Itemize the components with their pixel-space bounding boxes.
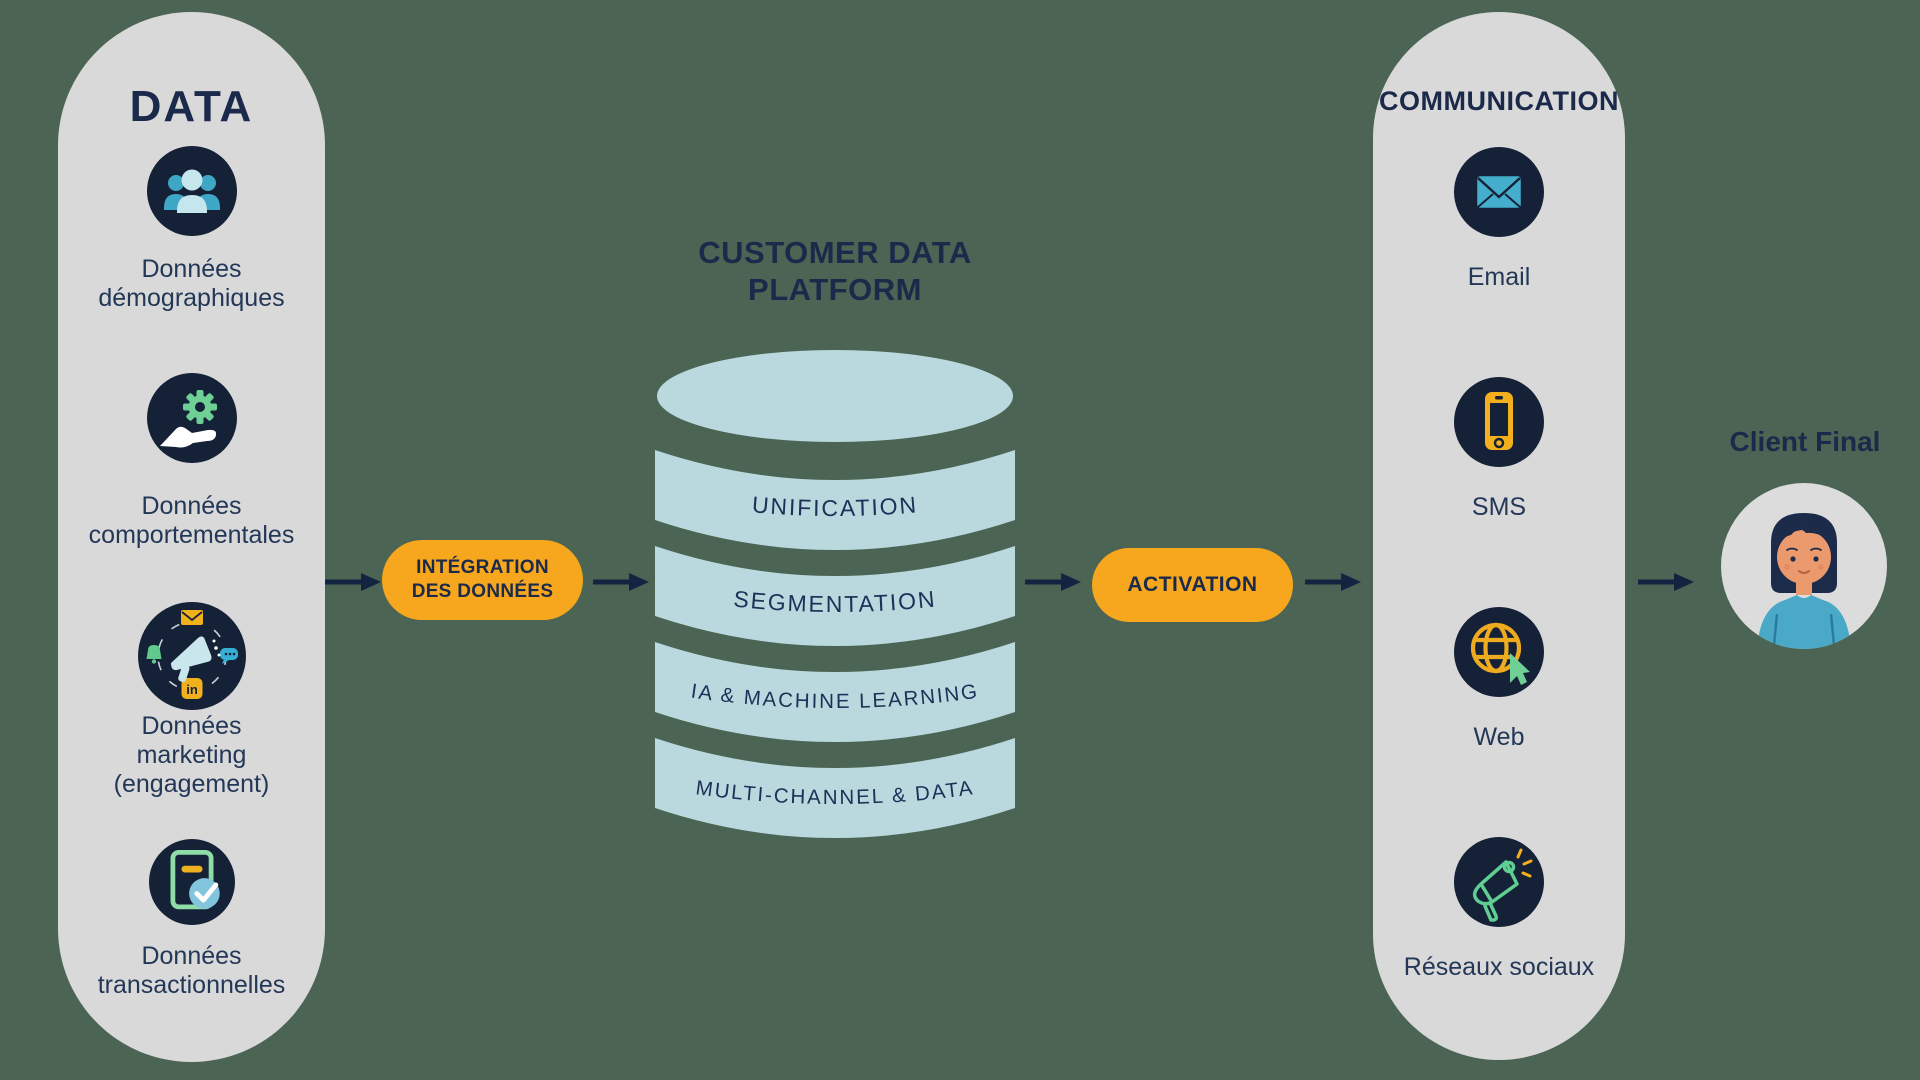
document-check-icon [148,839,235,925]
email-icon [1454,147,1544,237]
flow-arrow [1024,570,1082,594]
svg-text:UNIFICATION: UNIFICATION [751,491,919,521]
communication-item-label: Réseaux sociaux [1403,953,1595,981]
flow-arrow [592,570,650,594]
hand-gear-icon [146,373,237,463]
communication-item-label: Email [1467,263,1531,291]
communication-item-label: Web [1473,723,1525,751]
activation-pill: ACTIVATION [1092,548,1293,622]
data-column-title: DATA [129,82,254,131]
data-item-label: Données transactionnelles [97,942,286,999]
communication-column-title: COMMUNICATION [1379,86,1619,116]
svg-text:in: in [186,682,198,697]
data-item-label: Données marketing (engagement) [113,712,270,798]
client-final-avatar [1721,483,1887,649]
flow-arrow [324,570,382,594]
communication-column: COMMUNICATION Email SMS [1373,12,1625,1060]
flow-arrow [1637,570,1695,594]
marketing-channels-icon: in [137,602,246,710]
users-group-icon [146,146,237,236]
data-column: DATA Données démographiques [58,12,325,1062]
cdp-database-cylinder: UNIFICATION SEGMENTATION IA & MACHINE LE… [655,350,1015,838]
sms-phone-icon [1454,377,1544,467]
flow-arrow [1304,570,1362,594]
social-megaphone-icon [1454,837,1544,927]
data-item-label: Données comportementales [88,492,295,549]
integration-pill: INTÉGRATION DES DONNÉES [382,540,583,620]
cdp-title: CUSTOMER DATA PLATFORM [698,235,972,308]
data-item-label: Données démographiques [98,255,285,312]
web-globe-cursor-icon [1454,607,1544,697]
client-final-title: Client Final [1729,426,1881,457]
communication-item-label: SMS [1471,493,1527,521]
